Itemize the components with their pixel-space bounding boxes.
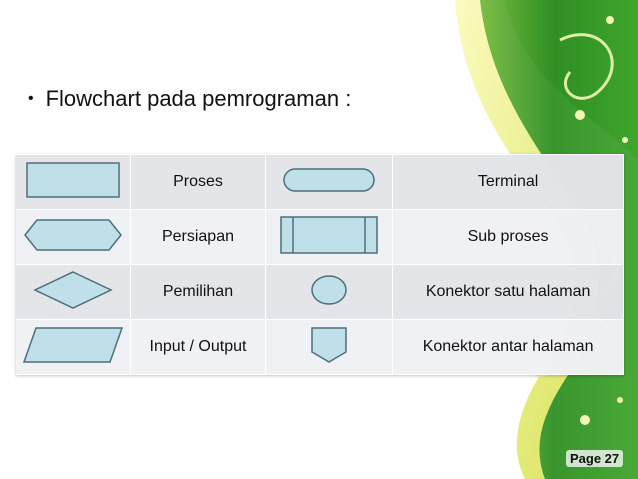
symbol-label: Konektor antar halaman — [392, 319, 624, 375]
table-row: Persiapan Sub proses — [16, 209, 624, 265]
terminal-icon — [283, 167, 375, 192]
symbol-label: Input / Output — [130, 319, 267, 375]
symbol-label: Terminal — [392, 154, 624, 210]
rectangle-icon — [26, 161, 120, 198]
offpage-connector-icon — [311, 326, 347, 363]
symbol-label: Sub proses — [392, 209, 624, 265]
symbol-label: Persiapan — [130, 209, 267, 265]
flowchart-symbol-table: Proses Terminal Persiapan Sub proses — [16, 154, 624, 375]
slide-title-text: Flowchart pada pemrograman : — [45, 86, 352, 111]
hexagon-icon — [23, 218, 122, 251]
slide-title: • Flowchart pada pemrograman : — [28, 86, 351, 112]
symbol-cell — [265, 319, 394, 375]
symbol-cell — [265, 209, 394, 265]
symbol-cell — [16, 319, 131, 375]
circle-icon — [311, 274, 347, 305]
page-number: Page 27 — [566, 450, 624, 467]
table-row: Pemilihan Konektor satu halaman — [16, 264, 624, 320]
symbol-cell — [16, 154, 131, 210]
symbol-label: Pemilihan — [130, 264, 267, 320]
table-row: Proses Terminal — [16, 154, 624, 210]
diamond-icon — [33, 270, 113, 309]
symbol-label: Proses — [130, 154, 267, 210]
symbol-cell — [265, 264, 394, 320]
symbol-cell — [16, 209, 131, 265]
symbol-cell — [16, 264, 131, 320]
table-row: Input / Output Konektor antar halaman — [16, 319, 624, 375]
subprocess-icon — [280, 215, 378, 254]
symbol-cell — [265, 154, 394, 210]
symbol-label: Konektor satu halaman — [392, 264, 624, 320]
bullet-point: • — [28, 90, 34, 107]
parallelogram-icon — [22, 326, 123, 363]
